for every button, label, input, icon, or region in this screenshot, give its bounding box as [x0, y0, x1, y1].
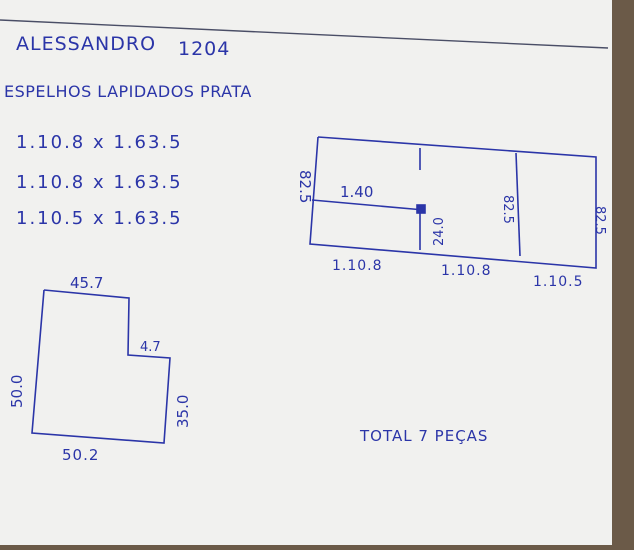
l-shape-bottom: 50.2 — [62, 446, 99, 464]
table-edge — [612, 0, 634, 545]
wall-sketch — [309, 136, 597, 269]
wall-outline — [309, 136, 597, 269]
piece-line-1: 1.10.8 x 1.63.5 — [16, 132, 183, 153]
l-shape-notch: 4.7 — [140, 340, 161, 355]
l-shape-left: 50.0 — [8, 375, 26, 408]
wall-bottom-width-2: 1.10.8 — [441, 263, 492, 279]
wall-upper-width: 1.40 — [340, 183, 373, 201]
wall-right-height: 82.5 — [592, 206, 607, 235]
l-shape-top: 45.7 — [70, 274, 103, 292]
wall-bottom-width-1: 1.10.8 — [332, 258, 383, 274]
wall-divider-horizontal — [311, 199, 425, 211]
wall-middle-height: 82.5 — [500, 195, 515, 224]
l-shape-right: 35.0 — [174, 395, 192, 428]
wall-bottom-width-3: 1.10.5 — [533, 274, 584, 290]
paper-background — [0, 0, 614, 545]
total-pieces: TOTAL 7 PEÇAS — [359, 427, 488, 445]
piece-line-2: 1.10.8 x 1.63.5 — [16, 172, 183, 193]
wall-divider-middle — [515, 152, 521, 257]
paper-top-rule — [0, 19, 609, 49]
wall-left-height: 82.5 — [296, 170, 314, 203]
piece-line-3: 1.10.5 x 1.63.5 — [16, 208, 183, 229]
l-shape-outline — [31, 289, 171, 444]
wall-inner-height: 24.0 — [432, 217, 447, 246]
order-number: 1204 — [178, 38, 230, 60]
order-subtitle: ESPELHOS LAPIDADOS PRATA — [4, 82, 252, 101]
outlet-marker — [416, 204, 426, 214]
customer-name: ALESSANDRO — [16, 33, 156, 55]
